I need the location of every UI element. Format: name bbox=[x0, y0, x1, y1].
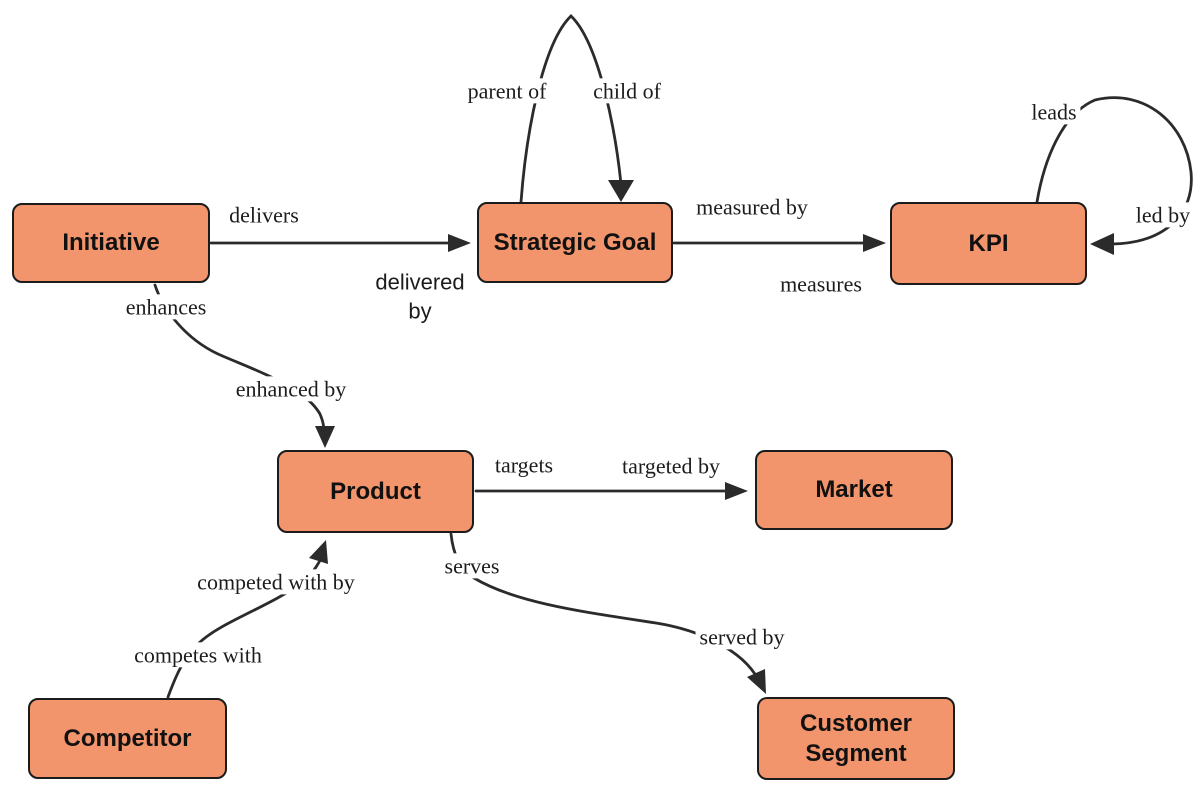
node-competitor-label: Competitor bbox=[63, 724, 192, 752]
arrowhead-measured-by bbox=[863, 234, 886, 252]
node-initiative[interactable]: Initiative bbox=[12, 203, 210, 283]
node-strategic-goal[interactable]: Strategic Goal bbox=[477, 202, 673, 283]
edge-enhances bbox=[153, 283, 326, 433]
edge-label-competes-with: competes with bbox=[130, 642, 266, 668]
arrowhead-led-by bbox=[1090, 233, 1114, 255]
node-market[interactable]: Market bbox=[755, 450, 953, 530]
edge-label-delivered-by: delivered by bbox=[365, 268, 475, 326]
node-initiative-label: Initiative bbox=[62, 229, 160, 256]
edge-label-targeted-by: targeted by bbox=[618, 453, 724, 479]
edge-label-child-of: child of bbox=[589, 78, 665, 104]
edge-label-led-by: led by bbox=[1131, 202, 1195, 228]
edge-label-parent-of: parent of bbox=[463, 78, 551, 104]
edge-label-delivers: delivers bbox=[225, 202, 303, 228]
edge-label-measured-by: measured by bbox=[692, 194, 812, 220]
node-customer-segment[interactable]: Customer Segment bbox=[757, 697, 955, 780]
edge-label-enhances: enhances bbox=[121, 294, 211, 320]
edge-parent-child-loop bbox=[519, 14, 623, 204]
arrowhead-targeted-by bbox=[725, 482, 748, 500]
edge-label-served-by: served by bbox=[695, 624, 789, 650]
node-customer-segment-label: Customer Segment bbox=[799, 709, 913, 767]
node-competitor[interactable]: Competitor bbox=[28, 698, 227, 779]
edge-label-targets: targets bbox=[490, 452, 558, 478]
arrowhead-delivers bbox=[448, 234, 471, 252]
node-product-label: Product bbox=[330, 477, 421, 505]
edge-label-competed-with-by: competed with by bbox=[193, 569, 359, 595]
arrowhead-competed-with-by bbox=[309, 540, 328, 564]
arrowhead-served-by bbox=[747, 669, 766, 694]
node-kpi-label: KPI bbox=[968, 229, 1009, 257]
node-strategic-goal-label: Strategic Goal bbox=[493, 228, 657, 256]
edge-label-enhanced-by: enhanced by bbox=[231, 376, 351, 402]
arrowhead-child-of bbox=[608, 180, 634, 202]
edge-label-serves: serves bbox=[440, 553, 504, 579]
edge-label-leads: leads bbox=[1027, 99, 1081, 125]
node-market-label: Market bbox=[815, 476, 893, 503]
arrowhead-enhanced-by bbox=[315, 426, 335, 448]
edge-label-measures: measures bbox=[776, 271, 866, 297]
node-kpi[interactable]: KPI bbox=[890, 202, 1087, 285]
node-product[interactable]: Product bbox=[277, 450, 474, 533]
